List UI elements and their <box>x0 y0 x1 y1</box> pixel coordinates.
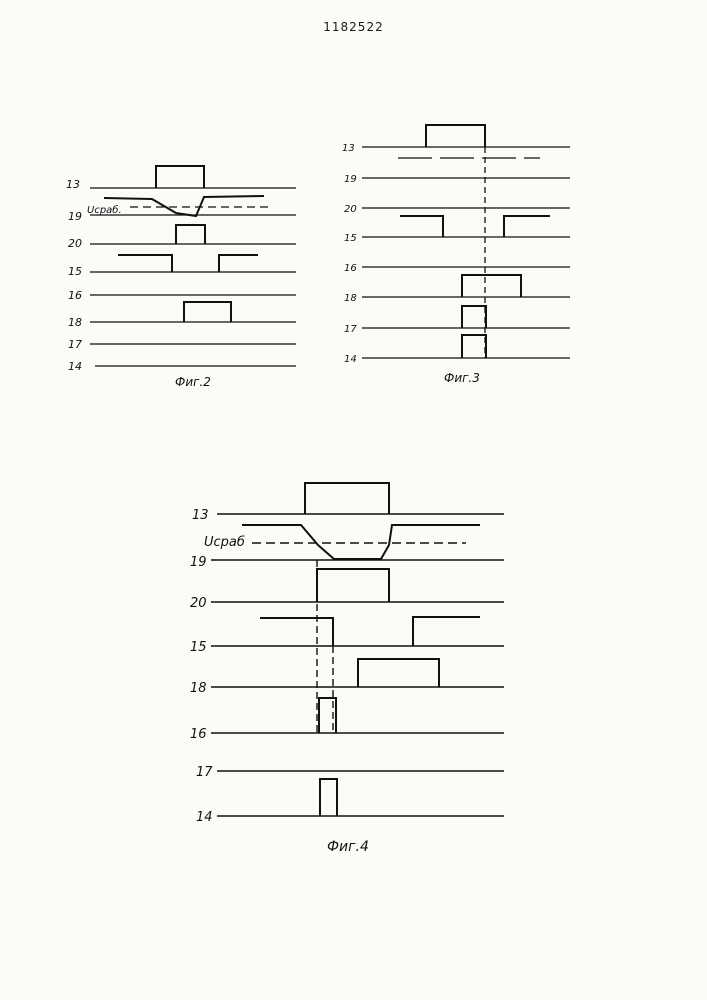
fig4-label-13: 13 <box>192 508 209 523</box>
fig3-label-13: 13 <box>342 143 355 154</box>
fig2-label-17: 17 <box>68 338 82 351</box>
fig2-label-16: 16 <box>68 289 82 302</box>
fig3-label-17: 17 <box>344 324 357 335</box>
figure-2 <box>90 166 296 366</box>
fig4-wave-19 <box>242 525 480 559</box>
fig2-label-13: 13 <box>66 178 80 191</box>
fig3-wave-15 <box>400 216 443 237</box>
fig3-label-15: 15 <box>344 233 357 244</box>
fig3-pulse-18 <box>462 275 521 297</box>
fig4-pulse-18 <box>358 659 439 687</box>
fig3-label-18: 18 <box>344 293 357 304</box>
fig4-pulse-20 <box>317 569 389 602</box>
fig4-wave-15 <box>260 618 333 646</box>
fig4-label-18: 18 <box>190 681 207 696</box>
figure-3 <box>362 125 570 358</box>
fig4-pulse-14 <box>320 779 337 816</box>
fig4-caption: Фиг.4 <box>327 839 369 855</box>
fig4-label-16: 16 <box>190 727 207 742</box>
fig2-label-18: 18 <box>68 316 82 329</box>
fig3-caption: Фиг.3 <box>444 371 480 385</box>
fig2-pulse-20 <box>176 225 205 244</box>
fig4-label-15: 15 <box>190 640 207 655</box>
figure-2-labels: 13 19 20 15 16 18 17 14 Uсраб. Фиг.2 <box>66 178 211 389</box>
fig3-label-20: 20 <box>344 204 357 215</box>
figure-4 <box>211 483 504 816</box>
fig4-threshold-label: Uсраб <box>204 535 245 550</box>
fig4-label-14: 14 <box>196 810 213 825</box>
fig2-pulse-13 <box>156 166 204 188</box>
fig3-pulse-14 <box>462 335 486 358</box>
fig4-label-19: 19 <box>190 555 207 570</box>
fig2-caption: Фиг.2 <box>175 375 211 389</box>
fig2-label-15: 15 <box>68 265 82 278</box>
fig3-pulse-17 <box>462 306 486 328</box>
fig3-wave-15-right <box>504 216 550 237</box>
fig2-wave-15 <box>118 255 172 272</box>
fig3-label-19: 19 <box>344 174 357 185</box>
fig2-wave-19 <box>104 196 264 216</box>
figure-3-labels: 13 19 20 15 16 18 17 14 Фиг.3 <box>342 143 480 385</box>
fig2-pulse-18 <box>184 302 231 322</box>
fig3-pulse-13 <box>426 125 485 147</box>
fig4-wave-15-right <box>413 617 480 646</box>
fig3-label-16: 16 <box>344 263 357 274</box>
fig2-label-20: 20 <box>68 237 82 250</box>
fig3-label-14: 14 <box>344 354 357 365</box>
fig2-label-14: 14 <box>68 360 82 373</box>
fig4-label-20: 20 <box>190 596 207 611</box>
fig2-threshold-label: Uсраб. <box>87 204 122 216</box>
fig2-wave-15-right <box>219 255 258 272</box>
fig4-label-17: 17 <box>196 765 213 780</box>
fig2-label-19: 19 <box>68 210 82 223</box>
fig4-pulse-13 <box>305 483 389 514</box>
